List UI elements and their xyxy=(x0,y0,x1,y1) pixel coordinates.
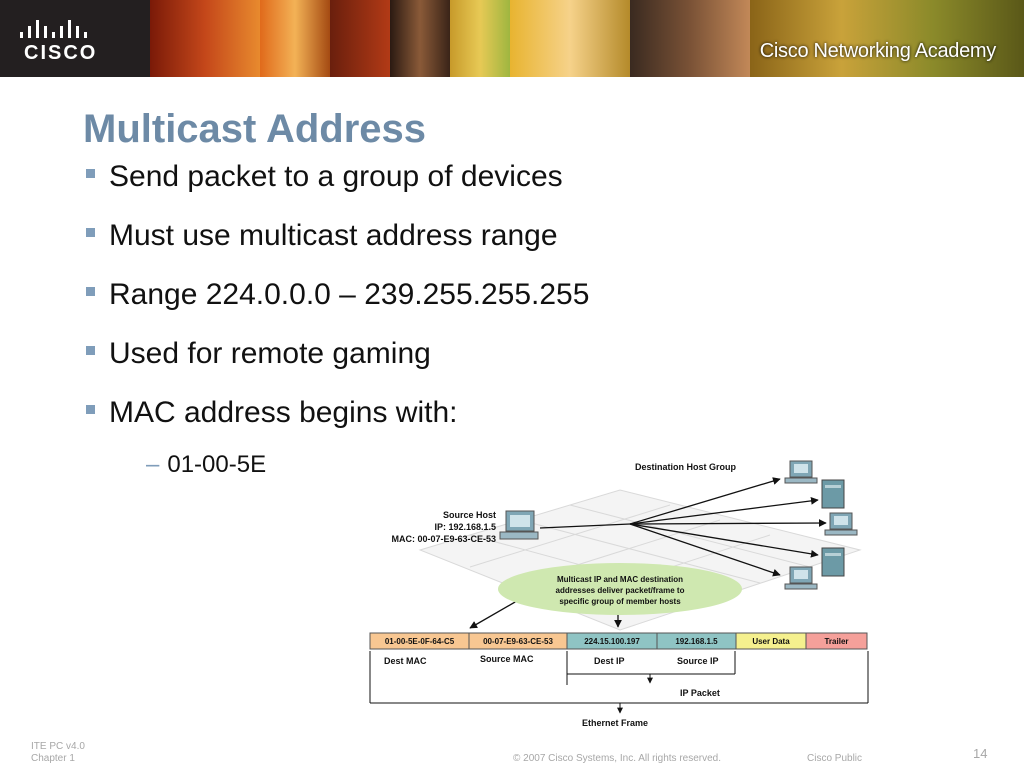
bubble-line-3: specific group of member hosts xyxy=(559,597,681,606)
banner-photo-4 xyxy=(390,0,450,77)
ip-packet-caption: IP Packet xyxy=(680,688,720,698)
info-bubble xyxy=(498,563,742,615)
bullet-item: Send packet to a group of devices xyxy=(86,160,563,194)
square-bullet-icon xyxy=(86,227,95,237)
frame-field-text: User Data xyxy=(752,637,790,646)
bullet-item: Range 224.0.0.0 – 239.255.255.255 xyxy=(86,278,589,312)
footer-classification: Cisco Public xyxy=(807,753,863,764)
source-host-computer xyxy=(499,510,539,540)
bubble-line-2: addresses deliver packet/frame to xyxy=(556,586,685,595)
bullet-text: Send packet to a group of devices xyxy=(109,160,563,193)
frame-brackets xyxy=(369,651,869,714)
banner-photo-1 xyxy=(150,0,260,77)
dest-ip-caption: Dest IP xyxy=(594,656,625,666)
source-host-label: Source Host xyxy=(443,510,496,520)
academy-title: Cisco Networking Academy xyxy=(759,40,997,62)
banner-photo-3 xyxy=(330,0,390,77)
frame-field-text: 192.168.1.5 xyxy=(675,637,718,646)
cisco-logo-bars-icon xyxy=(20,16,100,38)
multicast-arrows xyxy=(469,477,827,629)
frame-field-box xyxy=(805,632,868,650)
bullet-text: Must use multicast address range xyxy=(109,219,558,252)
frame-field-text: 00-07-E9-63-CE-53 xyxy=(483,637,553,646)
source-ip-label: IP: 192.168.1.5 xyxy=(434,522,496,532)
bullet-text: MAC address begins with: xyxy=(109,396,458,429)
dest-tower-1 xyxy=(821,479,845,509)
cisco-logo: CISCO xyxy=(14,16,134,68)
source-ip-caption: Source IP xyxy=(677,656,719,666)
frame-field-text: Trailer xyxy=(824,637,848,646)
bullet-item: Used for remote gaming xyxy=(86,337,431,371)
banner-photo-2 xyxy=(260,0,330,77)
square-bullet-icon xyxy=(86,168,95,178)
source-mac-caption: Source MAC xyxy=(480,654,534,664)
footer-course: ITE PC v4.0 xyxy=(31,741,85,752)
source-mac-label: MAC: 00-07-E9-63-CE-53 xyxy=(391,534,496,544)
slide-title: Multicast Address xyxy=(83,107,427,151)
banner-photo-8 xyxy=(750,0,1024,77)
square-bullet-icon xyxy=(86,404,95,414)
ethernet-frame-caption: Ethernet Frame xyxy=(582,718,648,728)
bullet-text: Range 224.0.0.0 – 239.255.255.255 xyxy=(109,278,590,311)
banner-photo-6 xyxy=(510,0,630,77)
dest-tower-2 xyxy=(821,547,845,577)
square-bullet-icon xyxy=(86,345,95,355)
frame-field-text: 01-00-5E-0F-64-C5 xyxy=(385,637,455,646)
multicast-diagram: Destination Host Group Source Host IP: 1… xyxy=(369,460,869,728)
footer-chapter: Chapter 1 xyxy=(31,753,75,764)
bullet-text: Used for remote gaming xyxy=(109,337,431,370)
footer-copyright: © 2007 Cisco Systems, Inc. All rights re… xyxy=(513,753,722,764)
destination-group-label: Destination Host Group xyxy=(635,462,737,472)
bubble-line-1: Multicast IP and MAC destination xyxy=(557,575,683,584)
frame-field-text: 224.15.100.197 xyxy=(584,637,640,646)
banner-photo-5 xyxy=(450,0,510,77)
ethernet-frame-fields: 01-00-5E-0F-64-C5 00-07-E9-63-CE-53 224.15… xyxy=(369,632,868,650)
dash-bullet-icon: – xyxy=(146,451,160,478)
dest-monitor-1 xyxy=(784,460,818,484)
dest-mac-caption: Dest MAC xyxy=(384,656,427,666)
sub-bullet: –01-00-5E xyxy=(146,451,266,479)
header-banner: CISCO Cisco Networking Academy xyxy=(0,0,1024,77)
dest-monitor-2 xyxy=(824,512,858,536)
bullet-item: Must use multicast address range xyxy=(86,219,558,253)
bullet-item: MAC address begins with: xyxy=(86,396,458,430)
dest-monitor-3 xyxy=(784,566,818,590)
square-bullet-icon xyxy=(86,286,95,296)
page-number: 14 xyxy=(973,746,988,761)
banner-photo-7 xyxy=(630,0,750,77)
cisco-logo-text: CISCO xyxy=(24,42,98,64)
sub-bullet-text: 01-00-5E xyxy=(167,451,267,478)
